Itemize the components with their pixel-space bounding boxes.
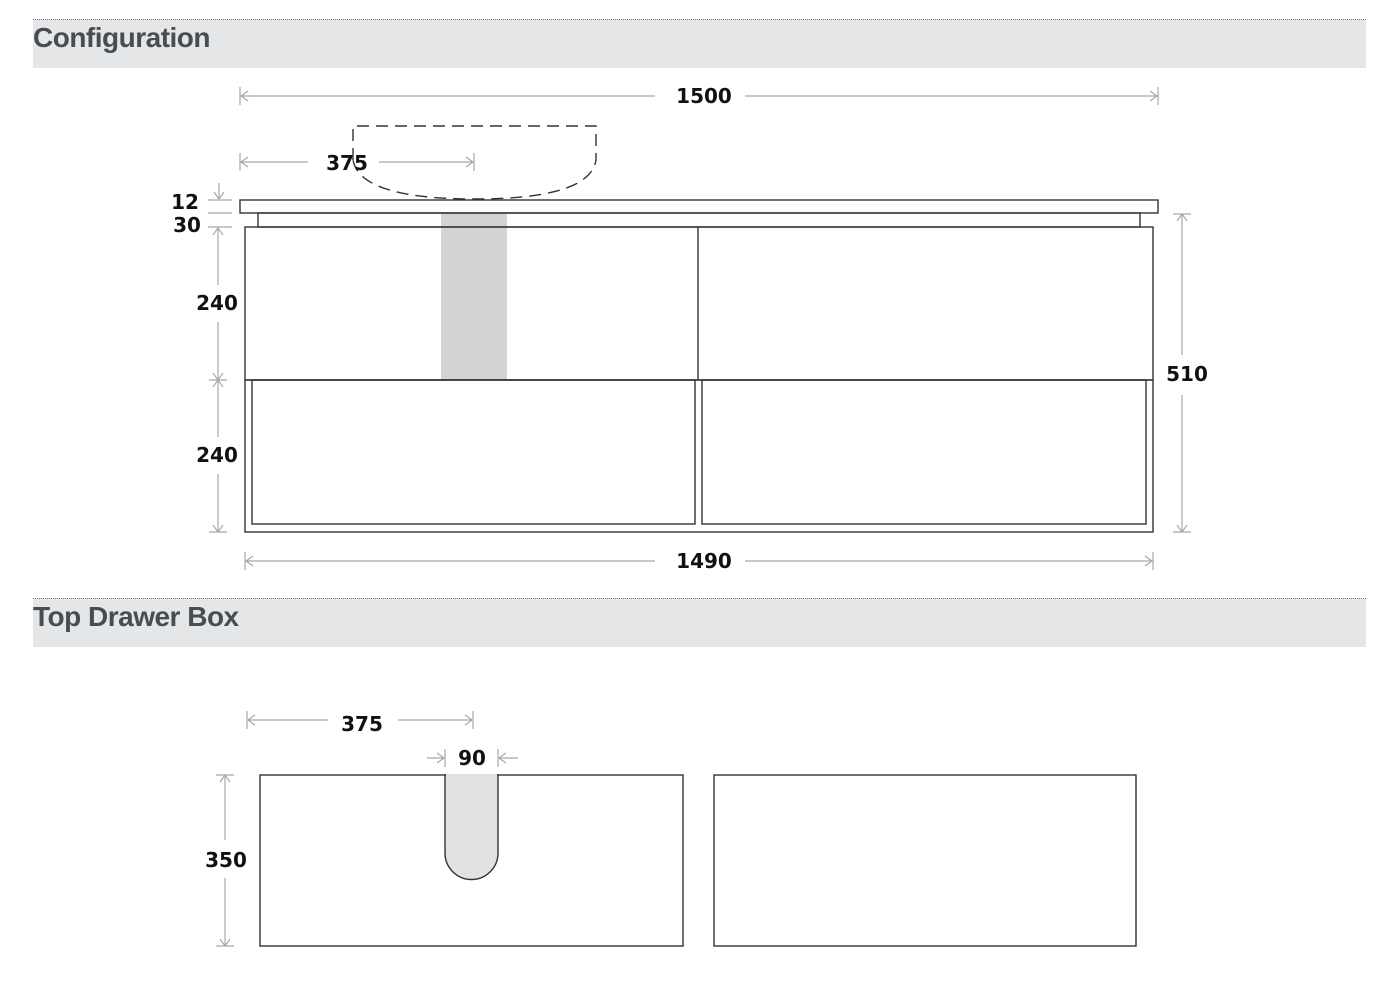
svg-text:12: 12 (171, 190, 199, 214)
section-title: Top Drawer Box (33, 601, 239, 632)
dimension-overall-width: 1500 (239, 84, 1159, 108)
section-header-top-drawer-box: Top Drawer Box (33, 598, 1366, 647)
countertop (239, 199, 1159, 214)
dimension-cabinet-width: 1490 (244, 549, 1154, 573)
svg-text:240: 240 (196, 443, 238, 467)
dimension-top-thickness: 12 30 (171, 183, 232, 237)
dimension-drawer-depth: 350 (205, 773, 247, 948)
drawer-box-right (713, 774, 1137, 947)
dimension-notch-offset: 375 (246, 711, 474, 736)
drawer-box-left (259, 774, 684, 947)
top-rail (257, 212, 1141, 228)
lower-drawers (244, 379, 1154, 533)
svg-text:30: 30 (173, 213, 201, 237)
dimension-notch-width: 90 (427, 746, 518, 770)
plumbing-notch (444, 774, 499, 881)
dimension-drawer-heights: 240 240 (196, 226, 238, 534)
svg-text:350: 350 (205, 848, 247, 872)
svg-text:1500: 1500 (676, 84, 732, 108)
vanity-cabinet (239, 199, 1159, 533)
svg-text:375: 375 (326, 151, 368, 175)
dimension-basin-offset: 375 (239, 151, 475, 175)
svg-text:240: 240 (196, 291, 238, 315)
svg-text:1490: 1490 (676, 549, 732, 573)
svg-text:510: 510 (1166, 362, 1208, 386)
dimension-total-height: 510 (1166, 212, 1208, 534)
section-title: Configuration (33, 22, 211, 53)
basin-outline (352, 125, 597, 200)
section-header-configuration: Configuration (33, 19, 1366, 68)
svg-text:375: 375 (341, 712, 383, 736)
basin-cutout (441, 213, 507, 380)
upper-drawers (244, 226, 1154, 381)
svg-text:90: 90 (458, 746, 486, 770)
